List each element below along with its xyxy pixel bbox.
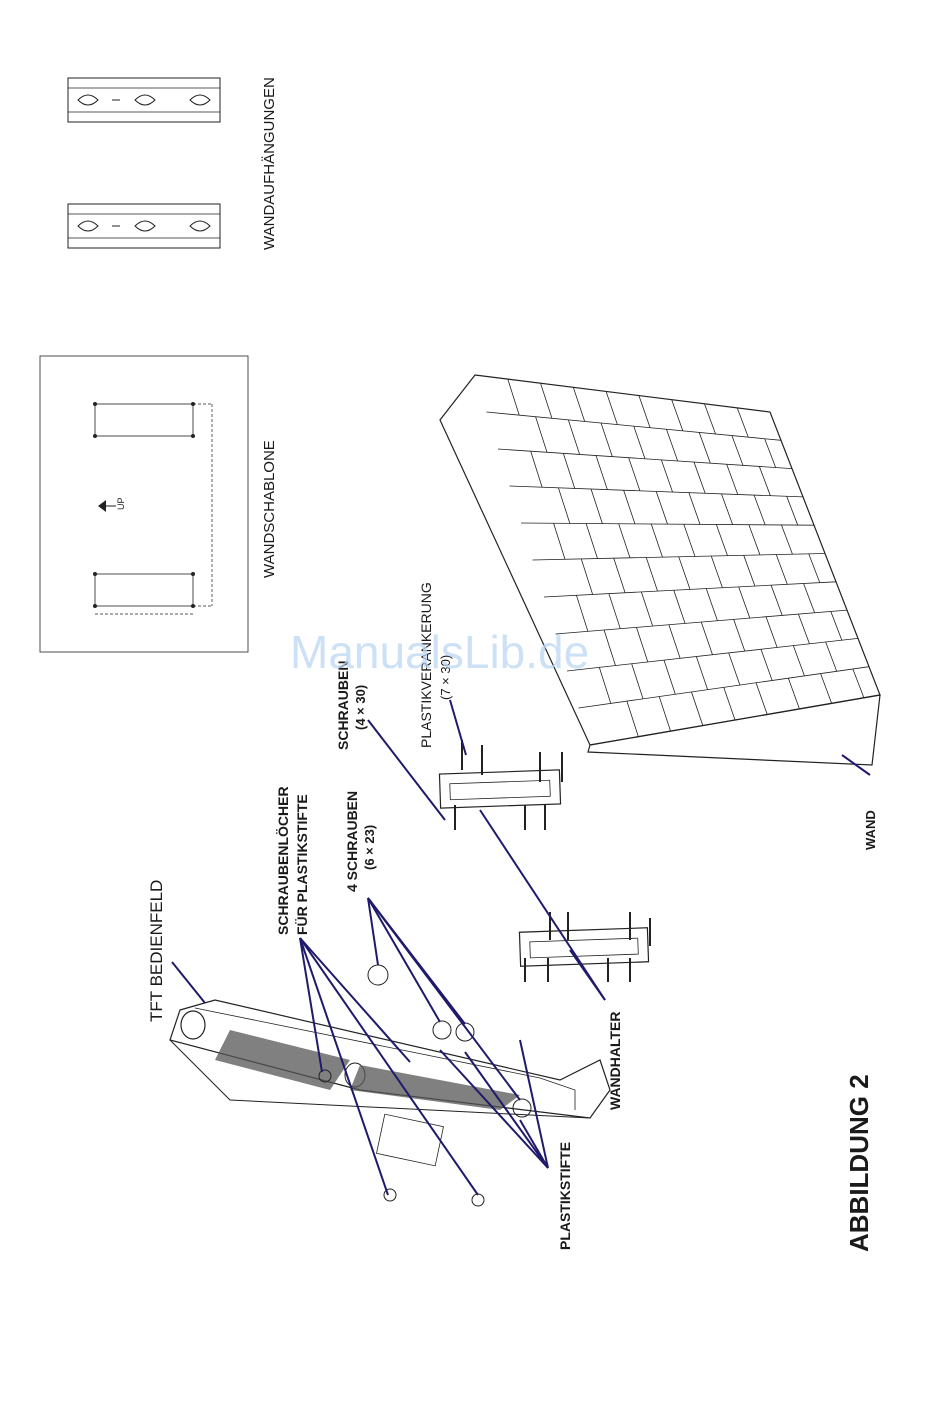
- wall-template: [40, 356, 248, 652]
- figure-title: ABBILDUNG 2: [844, 1074, 874, 1252]
- watermark: ManualsLib.de: [290, 626, 589, 678]
- screw-holes-label-line2: FÜR PLASTIKSTIFTE: [294, 794, 310, 935]
- anchor-screws: [455, 740, 650, 982]
- tft-panel-label: TFT BEDIENFELD: [147, 880, 166, 1022]
- tv-back-panel: [170, 1000, 610, 1166]
- four-screws-label-line2: (6 × 23): [362, 825, 377, 870]
- screws-size: (4 × 30): [353, 685, 368, 730]
- wall-hanger-bottom: [68, 204, 220, 248]
- pointer-lines: [172, 700, 870, 1195]
- wall-bracket-upper: [439, 770, 560, 808]
- wall-template-label: WANDSCHABLONE: [261, 440, 278, 578]
- screw-holes-label-line1: SCHRAUBENLÖCHER: [275, 786, 291, 935]
- wall-hanger-top: [68, 78, 220, 122]
- template-up-label: UP: [116, 497, 126, 510]
- wall-label: WAND: [863, 810, 878, 850]
- plastic-pins-label: PLASTIKSTIFTE: [557, 1142, 573, 1250]
- wall-hangers-label: WANDAUFHÄNGUNGEN: [261, 77, 278, 250]
- brick-wall: [440, 375, 880, 765]
- wall-bracket-label: WANDHALTER: [607, 1011, 623, 1110]
- four-screws-label-line1: 4 SCHRAUBEN: [344, 791, 360, 892]
